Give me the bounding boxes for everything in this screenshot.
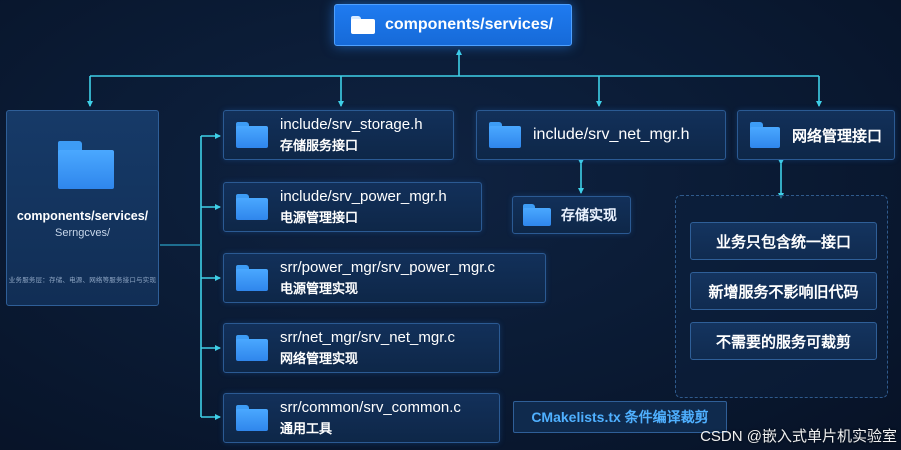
file-node-power-h[interactable]: include/srv_power_mgr.h 电源管理接口 [223,182,482,232]
cmake-conditional-build-label: CMakelists.tx 条件编译裁剪 [513,401,727,433]
file-path: include/srv_power_mgr.h [280,188,447,205]
storage-impl-node[interactable]: 存储实现 [512,196,631,234]
folder-icon [489,121,521,149]
root-folder-label: components/services/ [385,16,554,33]
file-node-common-c[interactable]: srr/common/srv_common.c 通用工具 [223,393,500,443]
storage-impl-label: 存储实现 [561,207,617,223]
overview-subtitle: Serngcves/ [54,227,111,239]
folder-icon [351,15,375,35]
file-path: srr/power_mgr/srv_power_mgr.c [280,259,496,276]
net-iface-node[interactable]: 网络管理接口 [737,110,895,160]
folder-icon [750,122,780,148]
services-overview-card[interactable]: components/services/ Serngcves/ 业务服务层：存储… [6,110,159,306]
file-path: srr/net_mgr/srv_net_mgr.c [280,329,456,346]
note-unified-interface: 业务只包含统一接口 [690,222,877,260]
folder-icon [236,334,268,362]
root-folder-node[interactable]: components/services/ [334,4,572,46]
net-iface-label: 网络管理接口 [792,127,883,145]
net-header-label: include/srv_net_mgr.h [533,126,690,143]
folder-icon [58,141,114,189]
folder-icon [236,264,268,292]
folder-icon [236,193,268,221]
file-node-power-c[interactable]: srr/power_mgr/srv_power_mgr.c 电源管理实现 [223,253,546,303]
note-no-impact-old-code: 新增服务不影响旧代码 [690,272,877,310]
overview-title: components/services/ [16,209,149,223]
file-node-storage-h[interactable]: include/srv_storage.h 存储服务接口 [223,110,454,160]
folder-icon [236,121,268,149]
note-optional-trimming: 不需要的服务可裁剪 [690,322,877,360]
file-description: 电源管理接口 [280,210,359,225]
file-path: include/srv_storage.h [280,116,423,133]
folder-icon [236,404,268,432]
file-description: 网络管理实现 [280,351,359,366]
overview-caption: 业务服务层：存储、电源、网络等服务接口与实现 [8,277,157,284]
file-description: 通用工具 [280,421,333,436]
net-header-node[interactable]: include/srv_net_mgr.h [476,110,726,160]
csdn-watermark: CSDN @嵌入式单片机实验室 [700,428,897,445]
file-path: srr/common/srv_common.c [280,399,461,416]
folder-icon [523,204,551,226]
file-description: 电源管理实现 [280,281,359,296]
file-node-net-c[interactable]: srr/net_mgr/srv_net_mgr.c 网络管理实现 [223,323,500,373]
file-description: 存储服务接口 [280,138,359,153]
